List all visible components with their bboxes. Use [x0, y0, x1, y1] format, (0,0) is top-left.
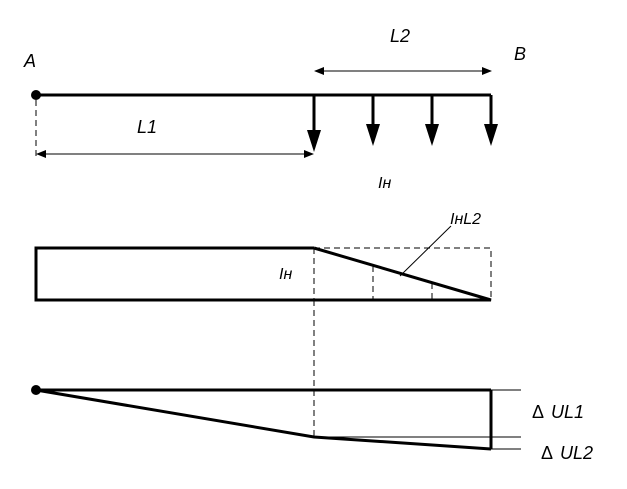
load-arrow-4 [484, 95, 498, 146]
point-a-dot [31, 90, 41, 100]
current-outline [34, 246, 492, 302]
current-block-label: Iн [279, 266, 292, 283]
delta-ul2-prefix: Δ [541, 443, 553, 463]
load-arrow-3 [425, 95, 439, 146]
triangle-area-label: IнL2 [450, 211, 481, 228]
triangle-leader-line [399, 225, 452, 277]
delta-ul2-label: UL2 [560, 443, 593, 463]
load-arrow-1 [307, 95, 321, 152]
l2-label: L2 [390, 26, 410, 46]
point-a-label: A [23, 51, 36, 71]
voltage-drop-curve [35, 388, 492, 451]
delta-ul1-prefix: Δ [532, 402, 544, 422]
voltage-drop-diagram: Δ UL1 Δ UL2 [31, 385, 593, 463]
delta-ul1-label: UL1 [551, 402, 584, 422]
load-current-label: Iн [378, 175, 391, 192]
current-diagram: Iн IнL2 [34, 211, 492, 302]
feeder-diagram: A B L1 L2 Iн [23, 26, 526, 192]
point-b-label: B [514, 44, 526, 64]
l1-label: L1 [137, 117, 157, 137]
load-arrow-2 [366, 95, 380, 146]
triangle-bounding-box [314, 247, 492, 300]
